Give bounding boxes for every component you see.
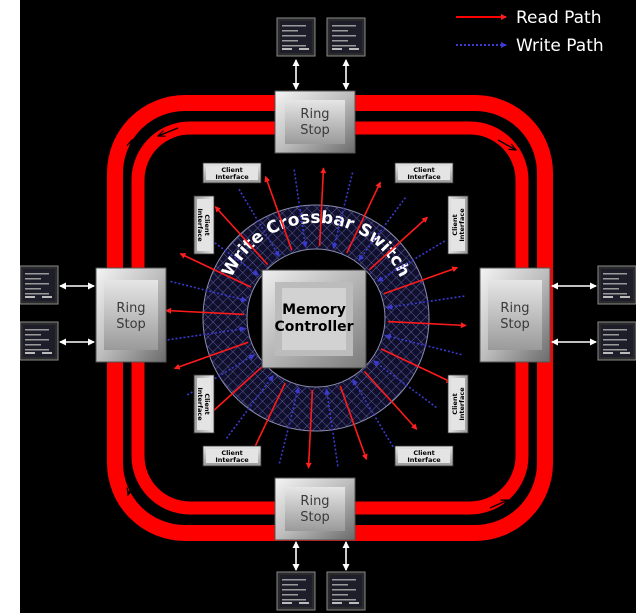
ring-stop-bottom: Ring Stop xyxy=(275,478,355,540)
ring-bus-diagram: Write Crossbar Switch Memory Controller … xyxy=(20,0,636,613)
ring-stop-left: Ring Stop xyxy=(96,268,166,362)
client-interface-line2: Interface xyxy=(196,387,204,421)
ring-direction-arrow xyxy=(128,478,133,495)
memory-chip xyxy=(598,266,636,304)
client-interface-line2: Interface xyxy=(215,173,249,181)
client-interface-line2: Interface xyxy=(458,208,466,242)
ring-direction-arrow xyxy=(528,470,533,490)
ring-stop-right-line2: Stop xyxy=(500,317,530,332)
client-interface-line2: Interface xyxy=(458,387,466,421)
client-interface-line2: Interface xyxy=(215,456,249,464)
memory-chip xyxy=(20,266,58,304)
diagram-canvas: Write Crossbar Switch Memory Controller … xyxy=(20,0,636,613)
ring-stop-top: Ring Stop xyxy=(275,91,355,153)
ring-stop-top-line2: Stop xyxy=(300,123,330,138)
ring-direction-arrow xyxy=(530,160,534,175)
legend-write-label: Write Path xyxy=(516,36,604,56)
memory-chip xyxy=(20,322,58,360)
ring-stop-bottom-line1: Ring xyxy=(300,494,329,509)
client-interface-line2: Interface xyxy=(196,208,204,242)
legend: Read Path Write Path xyxy=(456,8,604,56)
memory-chip xyxy=(277,18,315,56)
memory-chip xyxy=(277,572,315,610)
memory-controller-line1: Memory xyxy=(282,302,346,318)
ring-stop-left-line2: Stop xyxy=(116,317,146,332)
memory-chip xyxy=(598,322,636,360)
legend-read-label: Read Path xyxy=(516,8,601,28)
ring-stop-top-line1: Ring xyxy=(300,107,329,122)
ring-stop-left-line1: Ring xyxy=(116,301,145,316)
memory-chip xyxy=(327,572,365,610)
memory-controller: Memory Controller xyxy=(262,270,366,368)
ring-stop-right: Ring Stop xyxy=(480,268,550,362)
client-interface-line2: Interface xyxy=(407,456,441,464)
ring-stop-right-line1: Ring xyxy=(500,301,529,316)
client-interface-line2: Interface xyxy=(407,173,441,181)
ring-stop-bottom-line2: Stop xyxy=(300,510,330,525)
memory-chip xyxy=(327,18,365,56)
memory-controller-line2: Controller xyxy=(274,319,353,335)
